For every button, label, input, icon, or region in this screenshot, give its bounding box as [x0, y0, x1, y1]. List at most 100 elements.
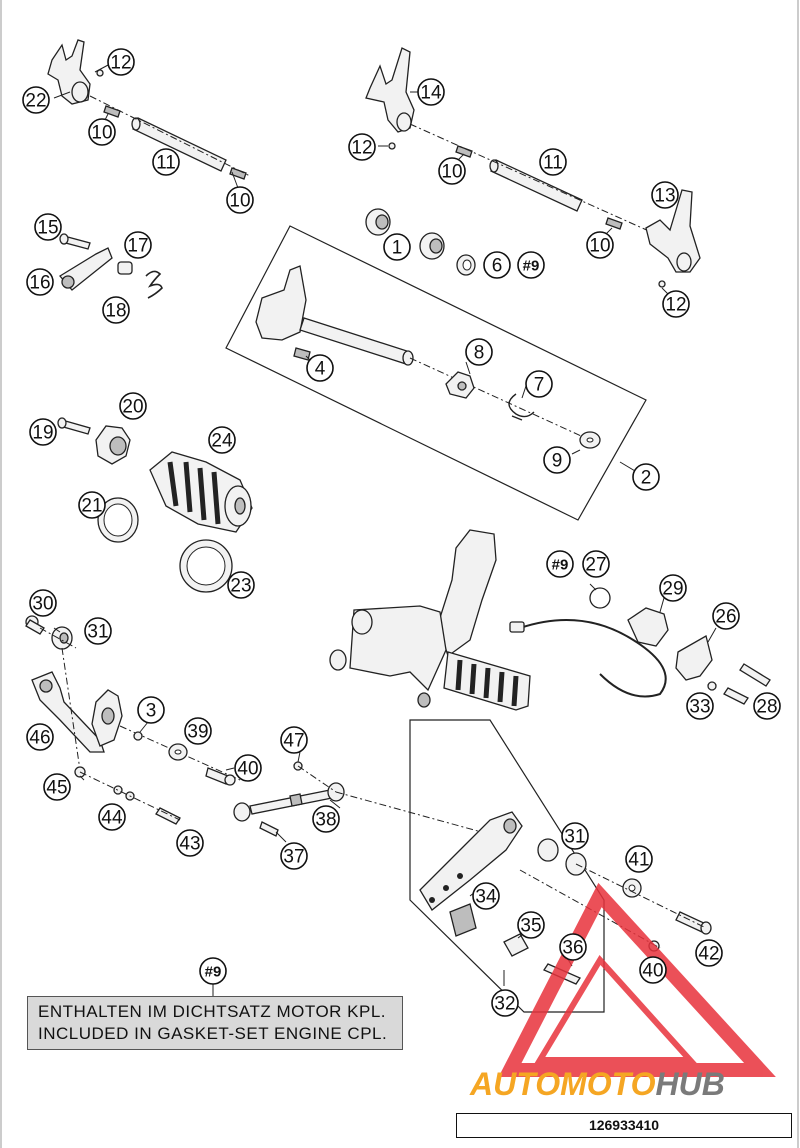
callout-number: 21 [81, 496, 102, 517]
callout-number: 39 [187, 722, 208, 743]
reference-number: 126933410 [456, 1113, 792, 1138]
callout-11b: 11 [539, 148, 567, 176]
shaft-11b [489, 159, 583, 212]
callout-number: 47 [283, 731, 304, 752]
shift-shaft-4 [255, 265, 414, 366]
callout-13: 13 [651, 181, 679, 209]
callout-42: 42 [695, 939, 723, 967]
callout-circle [559, 933, 587, 961]
washer-41 [622, 878, 642, 898]
callout-number: 10 [91, 123, 112, 144]
callout-24: 24 [208, 426, 236, 454]
shift-drum-star-20 [95, 425, 131, 465]
callout-number: 35 [520, 916, 541, 937]
callout-number: 44 [101, 808, 123, 829]
callout-number: 38 [315, 810, 336, 831]
callout-32: 32 [491, 989, 519, 1017]
callout-circle [517, 911, 545, 939]
callout-number: 32 [494, 994, 515, 1015]
callout-number: 23 [230, 576, 251, 597]
callout-31b: 31 [561, 822, 589, 850]
bolt-43 [155, 807, 181, 825]
callout-14: 14 [417, 78, 445, 106]
callout-number: 27 [585, 555, 606, 576]
spring-18 [145, 270, 163, 299]
callout-number: 2 [641, 468, 652, 489]
lever-16 [59, 247, 113, 291]
callout-number: 11 [543, 153, 563, 174]
callout-20: 20 [119, 392, 147, 420]
callout-circle [582, 550, 610, 578]
callout-10a: 10 [88, 118, 116, 146]
callout-number: 15 [37, 218, 58, 239]
callout-circle [312, 805, 340, 833]
callout-circle [280, 842, 308, 870]
callout-12c: 12 [662, 290, 690, 318]
callout-number: 12 [665, 295, 686, 316]
callout-number: 26 [715, 607, 736, 628]
callout-circle [124, 231, 152, 259]
pin-12b [388, 142, 396, 150]
callout-circle [152, 148, 180, 176]
callout-7: 7 [525, 370, 553, 398]
washer-3 [133, 731, 143, 741]
callout-number: 6 [492, 256, 503, 277]
bearing-21 [97, 497, 139, 543]
callout-47: 47 [280, 726, 308, 754]
callout-circle [98, 803, 126, 831]
callout-18: 18 [102, 296, 130, 324]
callout-circle [383, 233, 411, 261]
callout-3: 3 [137, 696, 165, 724]
callout-9c: #9 [199, 957, 227, 985]
callout-circle [348, 133, 376, 161]
callout-number: 14 [420, 83, 442, 104]
callout-number: 22 [25, 91, 46, 112]
callout-circle [662, 290, 690, 318]
pin-12a [96, 69, 104, 77]
callout-circle [586, 231, 614, 259]
callout-number: 29 [662, 579, 683, 600]
leader-lines [53, 63, 717, 996]
shift-shaft-frame [225, 225, 647, 521]
callout-12b: 12 [348, 133, 376, 161]
callout-circle [517, 251, 545, 279]
bolt-42 [675, 911, 712, 935]
gasket-set-note: ENTHALTEN IM DICHTSATZ MOTOR KPL. INCLUD… [27, 996, 403, 1050]
callout-circle [438, 157, 466, 185]
callout-number: 16 [29, 273, 50, 294]
washer-39 [168, 743, 188, 761]
callout-circle [465, 338, 493, 366]
callout-33: 33 [686, 692, 714, 720]
callout-circle [137, 696, 165, 724]
callout-circle [234, 754, 262, 782]
callout-number: 31 [87, 622, 108, 643]
washer-8 [445, 371, 475, 399]
callout-circle [632, 463, 660, 491]
callout-circle [483, 251, 511, 279]
bearing-1 [365, 208, 445, 260]
shift-drum-24 [149, 451, 253, 533]
callout-circle [651, 181, 679, 209]
callout-44: 44 [98, 803, 126, 831]
sleeve-35 [503, 933, 529, 957]
callout-circle [29, 589, 57, 617]
callout-circle [659, 574, 687, 602]
callout-number: #9 [205, 964, 222, 981]
callout-number: 34 [475, 887, 497, 908]
callout-45: 45 [43, 773, 71, 801]
callout-41: 41 [625, 845, 653, 873]
callout-circle [306, 354, 334, 382]
callout-number: 30 [32, 594, 53, 615]
callout-15: 15 [34, 213, 62, 241]
callout-4: 4 [306, 354, 334, 382]
callout-number: 46 [29, 728, 50, 749]
callout-30: 30 [29, 589, 57, 617]
callout-46: 46 [26, 723, 54, 751]
callout-number: 37 [283, 847, 304, 868]
brand-part-1: AUTOMOTO [470, 1066, 656, 1102]
bolt-15 [59, 233, 91, 250]
callout-10d: 10 [586, 231, 614, 259]
callout-circle [43, 773, 71, 801]
callout-circle [561, 822, 589, 850]
